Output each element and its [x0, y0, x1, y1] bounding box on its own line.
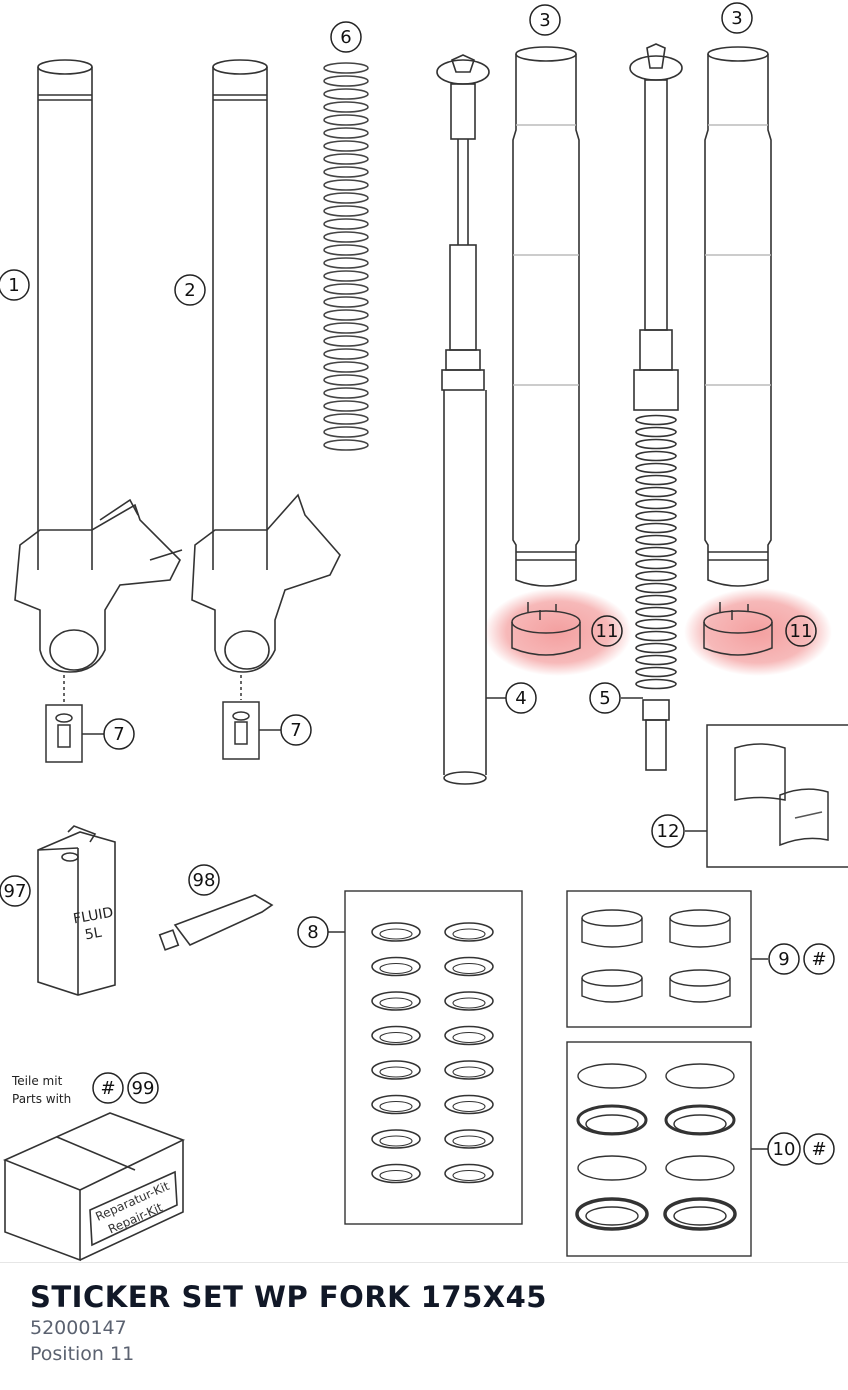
- parts-with-label-line2: Parts with: [12, 1092, 71, 1106]
- guide-bushings-box[interactable]: [566, 890, 768, 1028]
- sticker-sleeves-box[interactable]: [685, 724, 848, 868]
- drain-screw-left[interactable]: [45, 675, 104, 763]
- svg-text:#: #: [100, 1078, 115, 1099]
- svg-text:3: 3: [539, 10, 550, 31]
- svg-text:4: 4: [515, 688, 526, 709]
- svg-text:6: 6: [340, 27, 351, 48]
- fork-spring[interactable]: [323, 62, 369, 451]
- svg-text:97: 97: [4, 881, 27, 902]
- callout-5: 5: [589, 682, 621, 714]
- fork-tube-left[interactable]: [14, 59, 183, 673]
- svg-text:7: 7: [290, 720, 301, 741]
- outer-tube-left[interactable]: [512, 46, 580, 587]
- callout-11-right: 11: [785, 615, 817, 647]
- svg-text:9: 9: [778, 949, 789, 970]
- svg-text:11: 11: [596, 621, 619, 642]
- grease-tube[interactable]: [158, 894, 274, 951]
- svg-text:98: 98: [193, 870, 216, 891]
- position-label: Position 11: [30, 1343, 135, 1365]
- callout-2: 2: [174, 274, 206, 306]
- svg-text:1: 1: [8, 275, 19, 296]
- callout-10: 10 #: [767, 1132, 835, 1166]
- callout-11-left: 11: [591, 615, 623, 647]
- spring-cartridge[interactable]: [621, 43, 683, 771]
- product-caption: STICKER SET WP FORK 175X45 52000147 Posi…: [0, 1262, 848, 1390]
- callout-3-left: 3: [529, 4, 561, 36]
- drain-screw-right[interactable]: [222, 675, 281, 760]
- callout-6: 6: [330, 21, 362, 53]
- part-number: 52000147: [30, 1317, 127, 1339]
- fork-oil-can[interactable]: [37, 825, 116, 996]
- svg-text:11: 11: [790, 621, 813, 642]
- fork-tube-right[interactable]: [191, 59, 341, 673]
- callout-8: 8: [297, 916, 329, 948]
- can-label-line1: FLUID: [72, 905, 114, 928]
- svg-text:10: 10: [773, 1139, 796, 1160]
- callout-1: 1: [0, 269, 30, 301]
- callout-4: 4: [505, 682, 537, 714]
- callout-7-left: 7: [103, 718, 135, 750]
- damping-cartridge[interactable]: [436, 54, 506, 785]
- svg-text:2: 2: [184, 280, 195, 301]
- callout-7-right: 7: [280, 714, 312, 746]
- can-label-line2: 5L: [84, 925, 103, 944]
- callout-12: 12: [651, 814, 685, 848]
- callout-3-right: 3: [721, 2, 753, 34]
- callout-97: 97: [0, 875, 31, 907]
- sticker-set-highlight-right[interactable]: [684, 588, 832, 676]
- callout-98: 98: [188, 864, 220, 896]
- svg-text:3: 3: [731, 8, 742, 29]
- seals-box[interactable]: [566, 1041, 768, 1257]
- svg-text:5: 5: [599, 688, 610, 709]
- callout-99: # 99: [92, 1072, 159, 1104]
- svg-text:#: #: [811, 949, 826, 970]
- svg-text:99: 99: [132, 1078, 155, 1099]
- svg-text:8: 8: [307, 922, 318, 943]
- outer-tube-right[interactable]: [704, 46, 772, 587]
- product-title: STICKER SET WP FORK 175X45: [30, 1280, 547, 1314]
- callout-9: 9 #: [768, 943, 835, 975]
- svg-text:#: #: [811, 1139, 826, 1160]
- parts-with-label-line1: Teile mit: [11, 1074, 63, 1088]
- sticker-set-highlight-left[interactable]: [484, 588, 632, 676]
- bushings-box[interactable]: [328, 890, 523, 1225]
- exploded-parts-diagram: 1 2 7 7 6: [0, 2, 848, 1262]
- svg-text:7: 7: [113, 724, 124, 745]
- svg-text:12: 12: [657, 821, 680, 842]
- repair-kit-box[interactable]: [2, 1112, 186, 1262]
